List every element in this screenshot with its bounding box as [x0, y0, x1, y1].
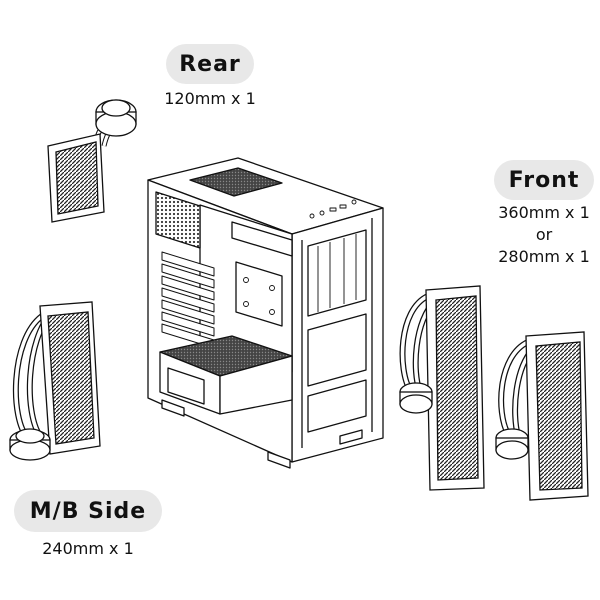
front-title: Front — [508, 167, 580, 193]
pc-case-icon — [147, 157, 384, 469]
mb-side-label: M/B Side — [14, 490, 162, 532]
front-spec-360: 360mm x 1 — [498, 203, 590, 222]
front-label: Front — [494, 160, 594, 200]
rear-title: Rear — [179, 51, 241, 77]
mb-side-spec: 240mm x 1 — [42, 539, 134, 558]
mb-side-title: M/B Side — [29, 498, 147, 524]
radiator-280mm-icon — [495, 331, 589, 501]
front-spec-280: 280mm x 1 — [498, 247, 590, 266]
radiator-360mm-icon — [399, 285, 485, 491]
front-spec-or: or — [535, 225, 553, 244]
radiator-240mm-icon — [9, 301, 101, 461]
rear-spec: 120mm x 1 — [164, 89, 256, 108]
pump-block-icon — [9, 428, 51, 461]
pump-block-icon — [495, 428, 529, 460]
radiator-120mm-icon — [47, 99, 137, 223]
pump-block-icon — [95, 99, 137, 137]
pump-block-icon — [399, 382, 433, 414]
rear-label: Rear — [166, 44, 254, 84]
